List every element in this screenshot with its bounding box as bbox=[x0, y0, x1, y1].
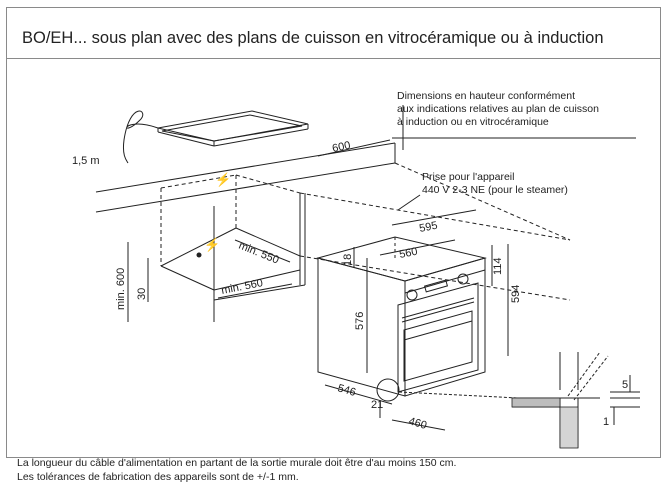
niche-base bbox=[213, 284, 306, 301]
detail-circle bbox=[376, 378, 400, 402]
power-cable bbox=[123, 110, 159, 164]
oven-handle-2 bbox=[401, 301, 475, 323]
oven-window-line bbox=[403, 320, 473, 341]
depth-460-label: 460 bbox=[407, 415, 428, 432]
niche-floor-back bbox=[160, 227, 237, 267]
niche-width-label: min. 560 bbox=[220, 277, 264, 297]
oven-front bbox=[404, 257, 486, 397]
hob-bottom-left bbox=[157, 131, 215, 147]
socket-note-line-1: Prise pour l'appareil bbox=[422, 171, 514, 183]
diagram-title: BO/EH... sous plan avec des plans de cui… bbox=[22, 29, 604, 47]
oven-handle bbox=[401, 297, 475, 319]
hob-plate bbox=[161, 114, 303, 142]
projection-line-1 bbox=[299, 192, 571, 241]
oven-display bbox=[423, 279, 449, 293]
oven-body-height-label: 576 bbox=[354, 312, 366, 330]
worktop-depth-line bbox=[394, 162, 571, 241]
worktop-edge-front bbox=[95, 162, 396, 213]
dim-niche-width bbox=[217, 283, 293, 299]
control-panel-line bbox=[404, 269, 486, 294]
socket-height-label: 30 bbox=[136, 288, 148, 300]
footer-notes: La longueur du câble d'alimentation en p… bbox=[17, 456, 456, 484]
hob-top bbox=[157, 110, 309, 142]
dim-oven-depth bbox=[324, 384, 393, 405]
footer-line-1: La longueur du câble d'alimentation en p… bbox=[17, 457, 457, 469]
detail-5-label: 5 bbox=[622, 379, 628, 391]
height-note-line-2: aux indications relatives au plan de cui… bbox=[397, 103, 599, 115]
oven-window bbox=[403, 310, 473, 382]
detail-worktop-hatch bbox=[511, 397, 561, 408]
niche-depth-label: min. 550 bbox=[237, 240, 281, 267]
detail-leader bbox=[398, 391, 519, 399]
oven-front-height-label: 594 bbox=[510, 285, 522, 303]
oven-knob-right bbox=[457, 273, 469, 285]
dim-oven-width bbox=[391, 209, 477, 226]
niche-height-label: min. 600 bbox=[115, 268, 127, 310]
worktop-depth-label: 600 bbox=[331, 139, 351, 155]
oven-inner-width-label: 560 bbox=[398, 246, 418, 261]
niche-floor-right bbox=[235, 227, 301, 257]
socket-note-leader bbox=[397, 194, 421, 211]
socket-symbol bbox=[196, 252, 202, 258]
socket-note-line-2: 440 V 2-3 NE (pour le steamer) bbox=[422, 184, 568, 196]
detail-panel-hatch bbox=[559, 406, 579, 449]
door-offset-label: 21 bbox=[371, 399, 383, 411]
title-divider bbox=[7, 58, 660, 59]
height-note-line-3: à induction ou en vitrocéramique bbox=[397, 116, 549, 128]
electric-symbol-top: ⚡ bbox=[215, 172, 231, 188]
detail-1-label: 1 bbox=[603, 416, 609, 428]
oven-width-label: 595 bbox=[418, 220, 438, 235]
niche-floor-left bbox=[160, 265, 215, 291]
niche-floor-front bbox=[213, 269, 301, 291]
oven-top-left-label: 18 bbox=[342, 254, 354, 266]
projection-line-2 bbox=[299, 255, 571, 301]
dim-oven-inner-width bbox=[379, 239, 456, 256]
dim-worktop-depth bbox=[317, 139, 391, 157]
detail-diag-1 bbox=[567, 351, 601, 397]
oven-door bbox=[397, 282, 479, 393]
dim-niche-depth bbox=[234, 239, 291, 263]
niche-top-back bbox=[160, 174, 237, 189]
hob-bottom-right bbox=[213, 128, 309, 147]
cable-length-label: 1,5 m bbox=[72, 155, 100, 167]
dim-depth-460 bbox=[391, 419, 446, 431]
oven-knob-left bbox=[406, 289, 418, 301]
height-note-line-1: Dimensions en hauteur conformément bbox=[397, 90, 575, 102]
diagram-frame bbox=[6, 7, 661, 458]
footer-line-2: Les tolérances de fabrication des appare… bbox=[17, 471, 299, 483]
worktop-edge-back bbox=[95, 142, 396, 193]
oven-depth-label: 546 bbox=[336, 382, 357, 399]
detail-diag-2 bbox=[573, 355, 609, 401]
oven-top-label: 114 bbox=[492, 257, 504, 275]
electric-symbol: ⚡ bbox=[204, 237, 220, 253]
